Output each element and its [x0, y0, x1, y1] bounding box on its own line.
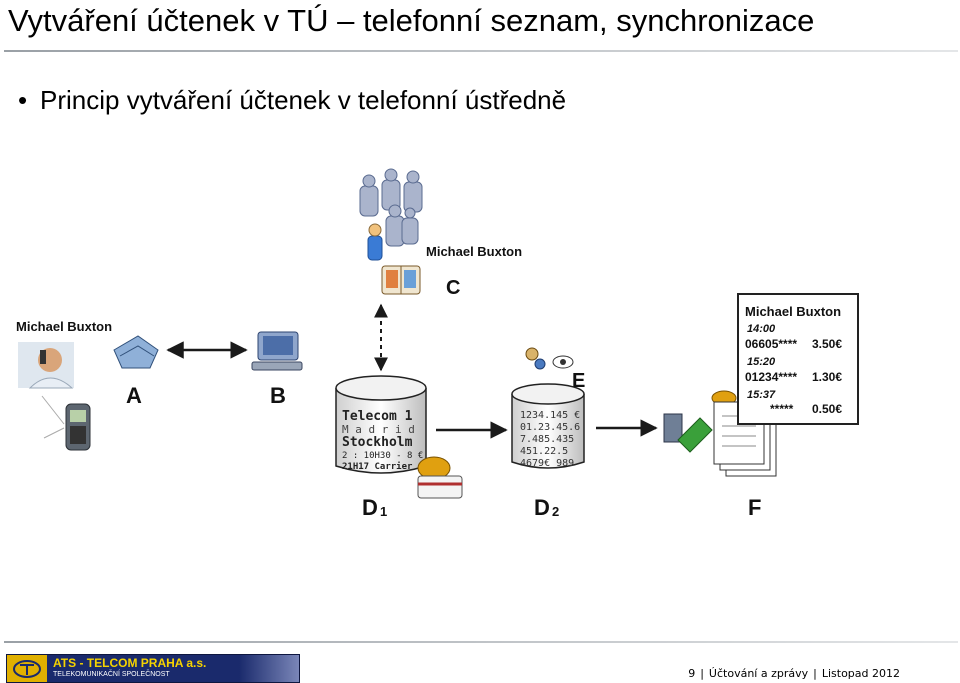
bullet-icon: •	[18, 85, 28, 115]
db2-line-3: 7.485.435	[520, 434, 574, 445]
receipt-amount-3: 0.50€	[812, 402, 842, 416]
label-d2-sub: 2	[552, 504, 559, 519]
logo-title: ATS - TELCOM PRAHA a.s.	[53, 656, 207, 670]
receipt-number-3: *****	[770, 402, 794, 416]
receipt-card: Michael Buxton 14:00 06605**** 3.50€ 15:…	[737, 293, 859, 425]
network-node-icon	[113, 335, 159, 369]
label-d1-sub: 1	[380, 504, 387, 519]
person-phone-icon	[18, 342, 74, 389]
footer-info: 9|Účtování a zprávy|Listopad 2012	[688, 667, 900, 680]
label-f: F	[748, 495, 761, 520]
footer-date: Listopad 2012	[821, 667, 900, 680]
receipt-amount-2: 1.30€	[812, 370, 842, 384]
receipt-time-1: 14:00	[747, 323, 776, 335]
receipt-time-2: 15:20	[747, 356, 776, 368]
bullet-text: Princip vytváření účtenek v telefonní ús…	[40, 85, 567, 115]
logo-text: ATS - TELCOM PRAHA a.s. TELEKOMUNIKAČNÍ …	[47, 655, 239, 682]
label-e: E	[572, 370, 585, 392]
db1-line-4: 2 : 10H30 - 8 €	[342, 451, 423, 461]
page-number: 9	[688, 667, 696, 680]
receipt-time-3: 15:37	[747, 389, 776, 401]
receipt-amount-1: 3.50€	[812, 337, 842, 351]
title-divider	[4, 50, 958, 52]
footer-section: Účtování a zprávy	[708, 667, 809, 680]
slide-title: Vytváření účtenek v TÚ – telefonní sezna…	[8, 3, 815, 38]
eye-people-icon	[525, 347, 574, 370]
left-contact-name: Michael Buxton	[16, 319, 112, 334]
label-a: A	[126, 383, 142, 408]
company-logo: ATS - TELCOM PRAHA a.s. TELEKOMUNIKAČNÍ …	[6, 654, 300, 683]
coins-calendar-icon	[417, 456, 463, 499]
database-d1: Telecom 1 M a d r i d Stockholm 2 : 10H3…	[335, 375, 427, 474]
bullet-item: • Princip vytváření účtenek v telefonní ú…	[18, 84, 566, 116]
db2-line-2: 01.23.45.6	[520, 422, 580, 433]
logo-wave-icon	[239, 655, 299, 682]
users-group-icon	[359, 168, 423, 261]
db1-line-2: M a d r i d	[342, 423, 415, 436]
db2-line-5: 4679€ 989	[520, 458, 574, 469]
db1-line-1: Telecom 1	[342, 409, 413, 424]
top-contact-name: Michael Buxton	[426, 244, 522, 259]
db2-line-1: 1234.145 €	[520, 410, 580, 421]
receipt-number-1: 06605****	[745, 337, 797, 351]
logo-subtitle: TELEKOMUNIKAČNÍ SPOLEČNOST	[53, 671, 170, 678]
db1-line-5: 21H17 Carrier	[342, 461, 413, 472]
label-b: B	[270, 383, 286, 408]
database-d2: 1234.145 € 01.23.45.6 7.485.435 451.22.5…	[511, 383, 585, 469]
logo-mark-icon	[7, 655, 47, 682]
address-book-icon	[381, 265, 421, 295]
billing-diagram: Michael Buxton C Michael Buxton A B	[16, 168, 859, 520]
receipt-number-2: 01234****	[745, 370, 797, 384]
label-d1: D	[362, 495, 378, 520]
label-c: C	[446, 277, 460, 299]
footer-divider	[4, 641, 958, 643]
mobile-phone-icon	[41, 395, 91, 451]
db1-line-3: Stockholm	[342, 435, 413, 450]
db2-line-4: 451.22.5	[520, 446, 568, 457]
computer-icon	[251, 331, 303, 371]
label-d2: D	[534, 495, 550, 520]
receipt-name: Michael Buxton	[745, 304, 841, 319]
